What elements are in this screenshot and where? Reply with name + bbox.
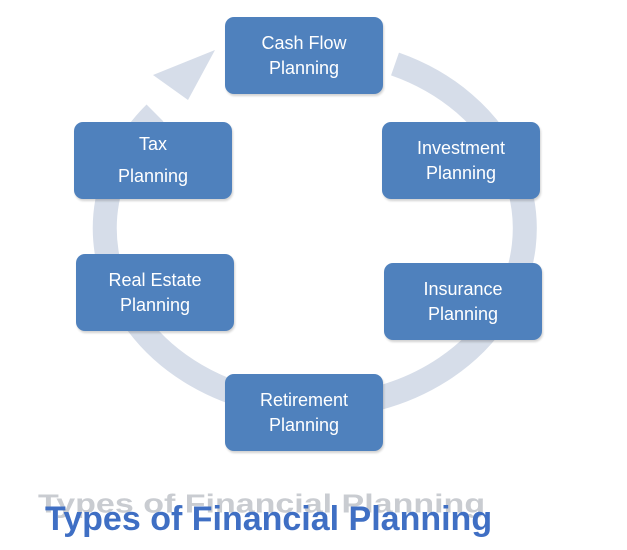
node-cash-flow-planning: Cash Flow Planning bbox=[225, 17, 383, 94]
diagram-title: Types of Financial Planning bbox=[45, 500, 493, 538]
node-label-line-1: Real Estate bbox=[108, 269, 202, 290]
node-label-line-2: Planning bbox=[117, 165, 189, 186]
node-label-line-1: Investment bbox=[416, 137, 506, 158]
node-label-line-1: Cash Flow bbox=[261, 32, 347, 53]
node-real-estate-planning: Real Estate Planning bbox=[76, 254, 234, 331]
node-label-line-2: Planning bbox=[427, 303, 499, 324]
node-label-line-1: Retirement bbox=[259, 389, 349, 410]
node-label-line-2: Planning bbox=[425, 162, 497, 183]
node-investment-planning: Investment Planning bbox=[382, 122, 540, 199]
node-label-line-1: Tax bbox=[138, 134, 167, 155]
diagram-title-area: Types of Financial Planning Types of Fin… bbox=[0, 478, 627, 550]
node-insurance-planning: Insurance Planning bbox=[384, 263, 542, 340]
cycle-ring-band bbox=[92, 52, 537, 419]
node-label-line-1: Insurance bbox=[423, 278, 503, 299]
arrow-head-icon bbox=[153, 50, 215, 100]
node-label-line-2: Planning bbox=[119, 294, 191, 315]
diagram-title-shadow: Types of Financial Planning bbox=[38, 490, 486, 519]
node-tax-planning: Tax Planning bbox=[74, 122, 232, 199]
node-label-line-2: Planning bbox=[268, 414, 340, 435]
node-label-line-2: Planning bbox=[268, 57, 340, 78]
node-retirement-planning: Retirement Planning bbox=[225, 374, 383, 451]
